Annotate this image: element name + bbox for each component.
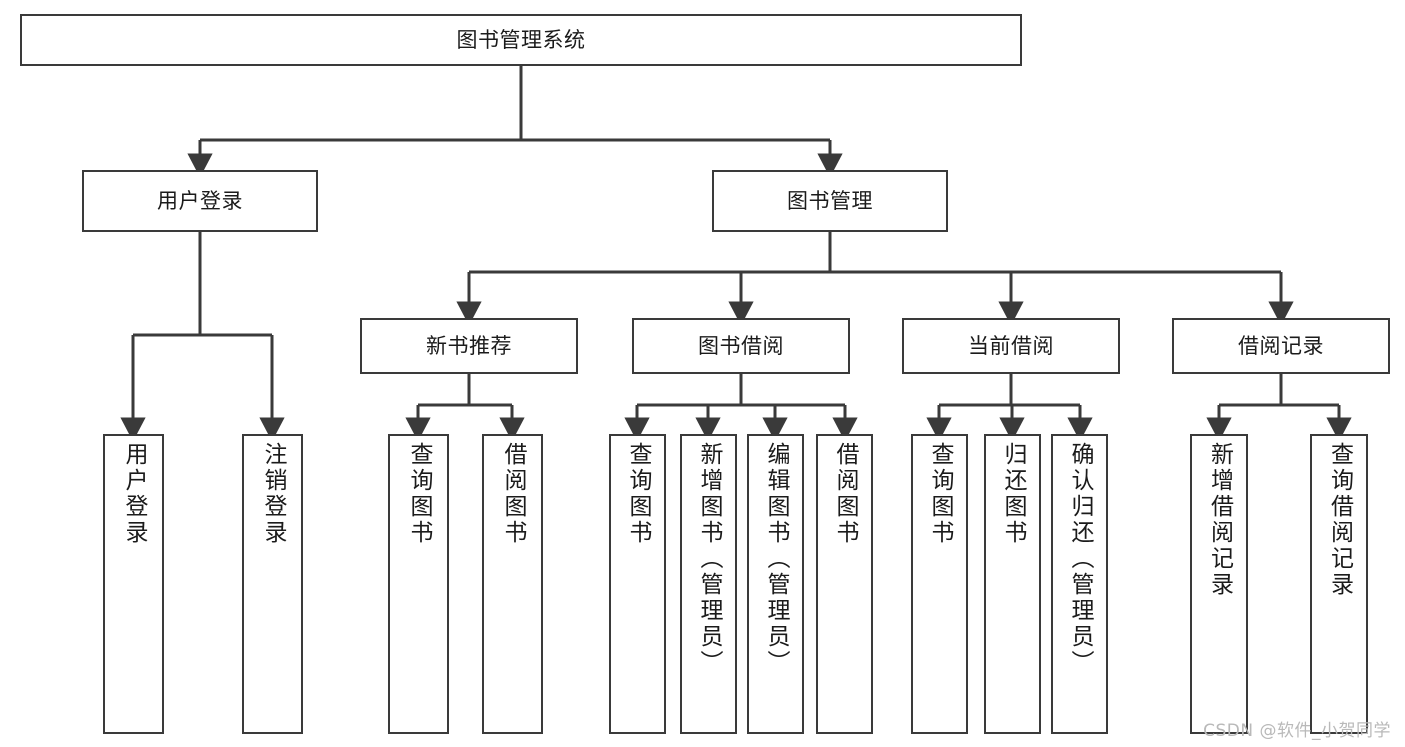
node-new-book-rec-label: 新书推荐 — [426, 333, 512, 358]
node-leaf-borrow-book-2-label: 借阅图书 — [832, 442, 858, 546]
node-leaf-borrow-book-1[interactable]: 借阅图书 — [482, 434, 543, 734]
node-leaf-add-book-label: 新增图书（管理员） — [696, 442, 722, 676]
node-leaf-user-login[interactable]: 用户登录 — [103, 434, 164, 734]
node-leaf-query-book-2-label: 查询图书 — [625, 442, 651, 546]
node-root[interactable]: 图书管理系统 — [20, 14, 1022, 66]
node-book-manage[interactable]: 图书管理 — [712, 170, 948, 232]
node-new-book-rec[interactable]: 新书推荐 — [360, 318, 578, 374]
node-leaf-add-book[interactable]: 新增图书（管理员） — [680, 434, 737, 734]
node-current-borrow[interactable]: 当前借阅 — [902, 318, 1120, 374]
node-borrow-record-label: 借阅记录 — [1238, 333, 1324, 358]
node-leaf-query-record[interactable]: 查询借阅记录 — [1310, 434, 1368, 734]
node-leaf-edit-book-label: 编辑图书（管理员） — [763, 442, 789, 676]
node-user-login-label: 用户登录 — [157, 188, 243, 213]
node-book-borrow[interactable]: 图书借阅 — [632, 318, 850, 374]
node-leaf-return-book[interactable]: 归还图书 — [984, 434, 1041, 734]
node-leaf-return-book-label: 归还图书 — [1000, 442, 1026, 546]
node-leaf-query-book-1-label: 查询图书 — [406, 442, 432, 546]
node-leaf-user-logout-label: 注销登录 — [260, 442, 286, 546]
node-leaf-edit-book[interactable]: 编辑图书（管理员） — [747, 434, 804, 734]
csdn-watermark: CSDN @软件_小贺同学 — [1203, 721, 1391, 741]
node-user-login[interactable]: 用户登录 — [82, 170, 318, 232]
node-leaf-query-book-3[interactable]: 查询图书 — [911, 434, 968, 734]
node-leaf-add-record-label: 新增借阅记录 — [1206, 442, 1233, 598]
node-leaf-confirm-return[interactable]: 确认归还（管理员） — [1051, 434, 1108, 734]
node-leaf-user-login-label: 用户登录 — [121, 442, 147, 546]
node-borrow-record[interactable]: 借阅记录 — [1172, 318, 1390, 374]
node-book-borrow-label: 图书借阅 — [698, 333, 784, 358]
node-root-label: 图书管理系统 — [456, 27, 586, 52]
node-leaf-add-record[interactable]: 新增借阅记录 — [1190, 434, 1248, 734]
node-leaf-borrow-book-1-label: 借阅图书 — [500, 442, 526, 546]
node-leaf-query-record-label: 查询借阅记录 — [1326, 442, 1353, 598]
node-leaf-borrow-book-2[interactable]: 借阅图书 — [816, 434, 873, 734]
node-leaf-user-logout[interactable]: 注销登录 — [242, 434, 303, 734]
node-leaf-query-book-1[interactable]: 查询图书 — [388, 434, 449, 734]
node-book-manage-label: 图书管理 — [787, 188, 873, 213]
node-leaf-query-book-2[interactable]: 查询图书 — [609, 434, 666, 734]
node-current-borrow-label: 当前借阅 — [968, 333, 1054, 358]
node-leaf-query-book-3-label: 查询图书 — [927, 442, 953, 546]
node-leaf-confirm-return-label: 确认归还（管理员） — [1067, 442, 1093, 676]
